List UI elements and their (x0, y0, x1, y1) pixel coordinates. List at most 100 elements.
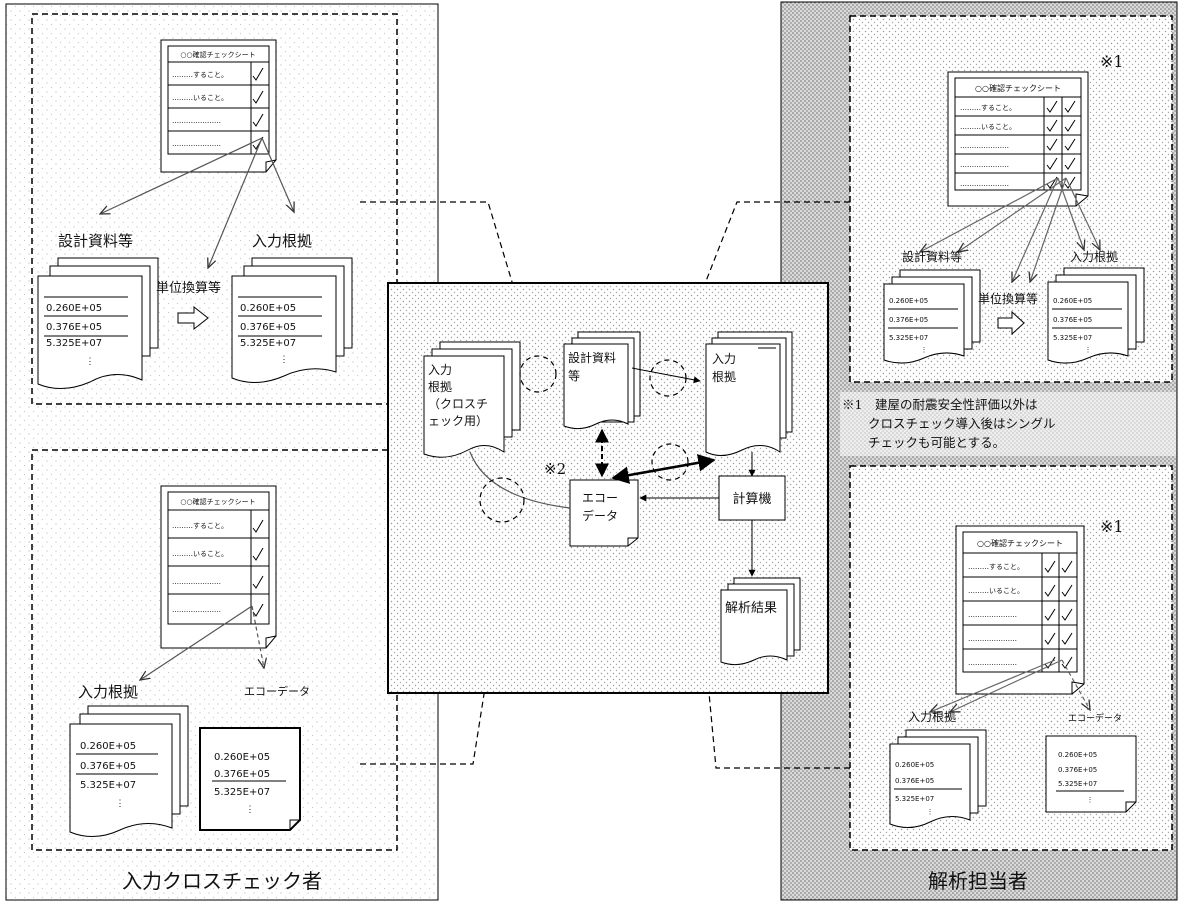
right-arrow-icon (177, 305, 209, 331)
center-panel: 入力 根拠 （クロスチ ェック用） 設計資料 等 入力 根拠 エコー (387, 282, 829, 694)
note-line: ※1 建屋の耐震安全性評価以外は (842, 397, 1037, 412)
checklist-title: ○○確認チェックシート (180, 497, 255, 506)
check-point-circle (479, 477, 525, 523)
arrow (958, 177, 1067, 252)
left-bottom-echo-doc: 0.260E+05 0.376E+05 5.325E+07 ⋮ (199, 727, 301, 831)
checklist-row: ………………… (172, 606, 221, 614)
checklist-row: ………………… (960, 161, 1009, 169)
doc-label: 根拠 (428, 380, 452, 394)
check-mark-icon (1044, 584, 1056, 597)
check-mark-icon (1061, 608, 1073, 621)
value: 0.260E+05 (80, 741, 136, 752)
check-mark-icon (252, 90, 264, 104)
checklist-row: ………すること。 (960, 104, 1016, 112)
right-top-basis-doc: 0.260E+05 0.376E+05 5.325E+07 ⋮ (1047, 267, 1145, 364)
checklist-row: ………いること。 (172, 550, 228, 558)
check-mark-icon (252, 67, 264, 81)
svg-text:⋮: ⋮ (116, 799, 125, 809)
label-design-docs: 設計資料等 (58, 232, 133, 250)
right-bottom-basis-doc: 0.260E+05 0.376E+05 5.325E+07 ⋮ (889, 729, 987, 828)
arrow (251, 605, 264, 668)
left-bottom-checklist: ○○確認チェックシート ………すること。 ………いること。 ………………… ……… (160, 485, 277, 649)
doc-label: 入力 (428, 363, 452, 377)
label-unit-conversion: 単位換算等 (978, 291, 1038, 306)
value: 0.376E+05 (46, 322, 102, 333)
value: 5.325E+07 (214, 787, 270, 798)
results-doc: 解析結果 (720, 577, 801, 666)
checklist-row: ………………… (172, 140, 221, 148)
label-echo-data: エコーデータ (244, 684, 310, 698)
label-input-basis: 入力根拠 (252, 232, 312, 250)
arrow (100, 137, 263, 214)
value: 0.260E+05 (1058, 751, 1097, 759)
doc-label: 根拠 (712, 370, 736, 384)
check-mark-icon (252, 575, 264, 589)
right-arrow-icon (997, 310, 1025, 336)
doc-label: ェック用） (428, 414, 488, 428)
check-mark-icon (1044, 560, 1056, 573)
value: 5.325E+07 (80, 780, 136, 791)
arrow (1061, 659, 1090, 710)
curved-link (469, 451, 571, 509)
checklist-row: ………いること。 (968, 587, 1024, 595)
check-point-circle (649, 359, 687, 397)
doc-label: 入力 (712, 352, 736, 366)
checklist-row: ………………… (172, 117, 221, 125)
checklist-row: ………………… (968, 659, 1017, 667)
check-mark-icon (252, 547, 264, 561)
check-mark-icon (1046, 119, 1058, 132)
checklist-title: ○○確認チェックシート (977, 538, 1063, 548)
check-mark-icon (252, 113, 264, 127)
check-mark-icon (1061, 560, 1073, 573)
arrow (1057, 177, 1084, 250)
left-bottom-basis-doc: 0.260E+05 0.376E+05 5.325E+07 ⋮ (69, 705, 189, 837)
value: 5.325E+07 (895, 795, 934, 803)
checklist-row: ………すること。 (172, 71, 228, 79)
checklist-title: ○○確認チェックシート (975, 83, 1061, 93)
arrow (1012, 177, 1059, 282)
svg-text:⋮: ⋮ (280, 355, 289, 365)
value: 0.376E+05 (895, 777, 934, 785)
arrow (930, 659, 1056, 712)
label-unit-conversion: 単位換算等 (156, 280, 221, 296)
note-line: クロスチェック導入後はシングル (868, 416, 1056, 431)
arrow (261, 137, 294, 212)
right-top-checklist: ○○確認チェックシート ………すること。 ………いること。 ………………… ……… (947, 71, 1089, 207)
arrow (950, 659, 1063, 712)
note-mark: ※1 (1100, 517, 1124, 536)
value: 5.325E+07 (1058, 780, 1097, 788)
checklist-row: ………………… (172, 578, 221, 586)
left-top-source-doc: 0.260E+05 0.376E+05 5.325E+07 ⋮ (37, 257, 159, 389)
check-mark-icon (1064, 119, 1076, 132)
left-panel: ○○確認チェックシート ………すること。 ………いること。 ………………… ……… (5, 3, 439, 901)
svg-text:⋮: ⋮ (921, 346, 928, 354)
value: 5.325E+07 (240, 338, 296, 349)
check-mark-icon (1061, 632, 1073, 645)
echo-data-doc: エコー データ (569, 479, 639, 547)
value: 5.325E+07 (1053, 334, 1092, 342)
design-docs-doc: 設計資料 等 (563, 331, 641, 430)
check-mark-icon (1046, 100, 1058, 113)
check-mark-icon (1061, 656, 1073, 669)
value: 0.260E+05 (46, 303, 102, 314)
check-mark-icon (1046, 157, 1058, 170)
check-mark-icon (1064, 138, 1076, 151)
value: 0.376E+05 (1058, 766, 1097, 774)
right-note: ※1 建屋の耐震安全性評価以外は クロスチェック導入後はシングル チェックも可能… (840, 392, 1176, 456)
checklist-row: ………………… (968, 635, 1017, 643)
value: 0.376E+05 (214, 769, 270, 780)
arrow (1065, 177, 1100, 250)
label-input-basis: 入力根拠 (908, 710, 956, 724)
check-mark-icon (252, 519, 264, 533)
left-top-group: ○○確認チェックシート ………すること。 ………いること。 ………………… ……… (31, 13, 398, 405)
right-top-source-doc: 0.260E+05 0.376E+05 5.325E+07 ⋮ (883, 269, 981, 364)
left-bottom-group: ○○確認チェックシート ………すること。 ………いること。 ………………… ……… (31, 449, 398, 851)
value: 0.376E+05 (889, 316, 928, 324)
svg-text:⋮: ⋮ (246, 805, 255, 815)
arrow (140, 605, 253, 680)
svg-text:⋮: ⋮ (1087, 796, 1094, 804)
checklist-row: ………いること。 (960, 123, 1016, 131)
doc-label: エコー (582, 491, 618, 505)
input-basis-cross-check-doc: 入力 根拠 （クロスチ ェック用） (423, 341, 521, 458)
